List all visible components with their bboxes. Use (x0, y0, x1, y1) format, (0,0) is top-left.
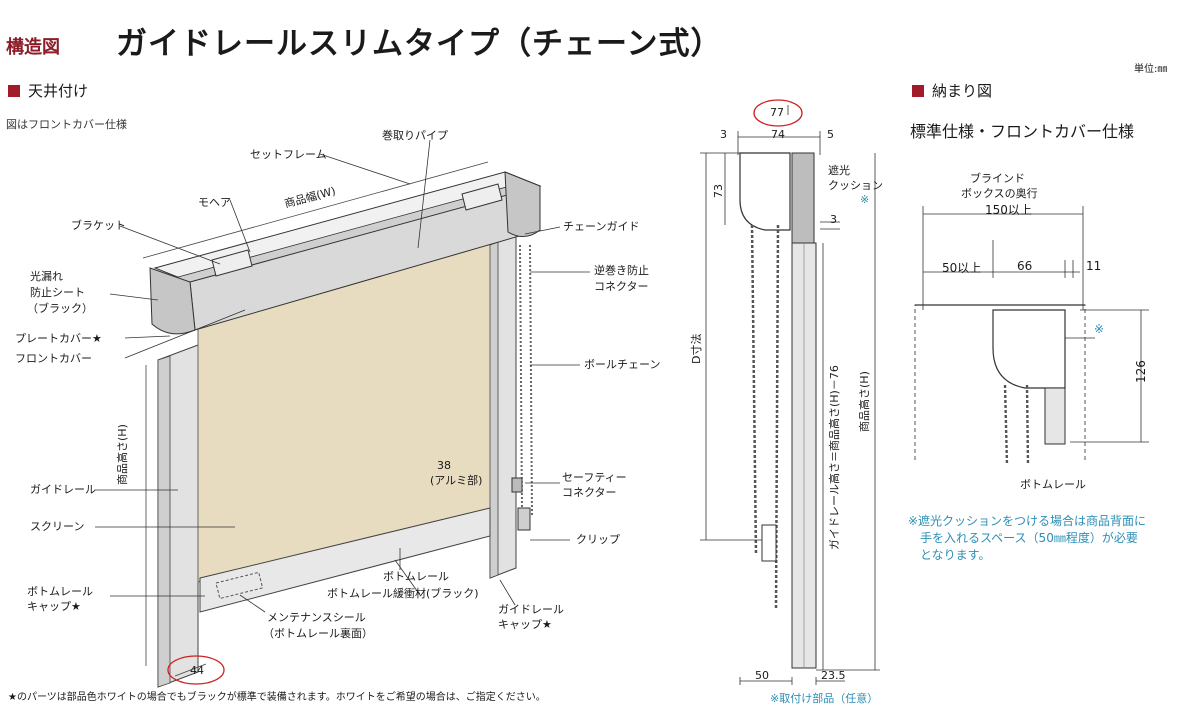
label-bottom-rail: ボトムレール (383, 570, 449, 583)
highlight-ellipse-77 (753, 99, 803, 127)
dim-74: 74 (771, 128, 785, 141)
note-line-2: 手を入れるスペース（50㎜程度）が必要 (908, 531, 1138, 545)
square-bullet-icon (912, 84, 924, 97)
dim-44-line (174, 663, 207, 677)
label-roll-pipe: 巻取りパイプ (382, 129, 448, 142)
section-label: 構造図 (6, 37, 60, 58)
highlight-ellipse-44 (167, 655, 225, 685)
label-reverse-2: コネクター (594, 280, 649, 293)
ball-chain-back (529, 244, 533, 516)
bracket-left (211, 249, 253, 277)
dim-3-top: 3 (720, 128, 727, 141)
page-title: ガイドレールスリムタイプ（チェーン式） (116, 26, 723, 62)
ball-chain (519, 244, 523, 511)
label-rail-height: ガイドレール高さ＝商品高さ(H)－76 (828, 365, 841, 550)
label-gr-cap-1: ガイドレール (498, 603, 564, 616)
clip (517, 507, 531, 531)
label-gr-cap-2: キャップ★ (498, 618, 552, 631)
label-cap-2: キャップ★ (27, 600, 81, 613)
side-clip (761, 524, 777, 562)
dim-11: 11 (1086, 259, 1102, 273)
mark-right: ※ (1094, 322, 1105, 336)
cushion-block (791, 152, 815, 244)
head-box-section (739, 152, 791, 231)
label-buffer: ボトムレール緩衝材(ブラック) (327, 587, 479, 600)
label-cushion-1: 遮光 (828, 164, 850, 177)
label-bracket: ブラケット (71, 219, 126, 232)
dim-73: 73 (712, 184, 725, 198)
label-maint-2: （ボトムレール裏面） (263, 627, 373, 640)
left-subcaption: 図はフロントカバー仕様 (6, 118, 127, 131)
label-safety-1: セーフティー (562, 471, 627, 484)
label-ball-chain: ボールチェーン (584, 358, 661, 371)
unit-label: 単位:㎜ (1134, 64, 1168, 75)
label-right-bottom-rail: ボトムレール (1020, 478, 1086, 491)
dim-66: 66 (1017, 259, 1033, 273)
heading-ceiling-text: 天井付け (28, 82, 89, 100)
side-section-diagram (700, 99, 880, 685)
dim-50-min: 50以上 (942, 261, 982, 275)
maintenance-seal (215, 571, 264, 600)
label-plate-cover: プレートカバー★ (15, 332, 102, 345)
label-light-leak-2: 防止シート (30, 286, 85, 299)
isometric-diagram (95, 139, 590, 688)
label-blind-1: ブラインド (970, 172, 1025, 185)
square-bullet-icon (8, 84, 20, 97)
heading-install-text: 納まり図 (932, 82, 993, 100)
label-light-leak-3: （ブラック） (27, 302, 93, 315)
width-dim-line (142, 161, 489, 259)
dim-150: 150以上 (985, 203, 1032, 217)
footnote: ★のパーツは部品色ホワイトの場合でもブラックが標準で装備されます。ホワイトをご希… (8, 692, 546, 703)
label-light-leak-1: 光漏れ (30, 270, 63, 283)
leader-lines (95, 139, 590, 613)
label-side-product-height: 商品高さ(H) (858, 371, 871, 432)
label-maint-1: メンテナンスシール (267, 611, 366, 624)
label-safety-2: コネクター (562, 486, 617, 499)
dim-77: 77 (770, 106, 784, 119)
label-screen: スクリーン (30, 520, 85, 533)
label-blind-2: ボックスの奥行 (961, 187, 1038, 200)
label-dim-38: 38 (437, 459, 451, 472)
label-product-height: 商品高さ(H) (116, 424, 129, 485)
label-reverse-1: 逆巻き防止 (594, 264, 649, 277)
dim-23-5: 23.5 (821, 669, 846, 682)
label-front-cover: フロントカバー (15, 352, 92, 365)
label-d-dim: D寸法 (690, 333, 703, 364)
label-clip: クリップ (576, 533, 620, 546)
label-aluminum: (アルミ部) (430, 474, 483, 487)
label-cap-1: ボトムレール (27, 585, 93, 598)
right-subheading: 標準仕様・フロントカバー仕様 (910, 122, 1135, 141)
label-set-frame: セットフレーム (250, 148, 327, 161)
dim-126: 126 (1134, 360, 1148, 383)
label-dim-44: 44 (190, 664, 204, 677)
right-guide-rail-side (489, 241, 499, 579)
label-guide-rail: ガイドレール (30, 483, 96, 496)
label-mohair: モヘア (198, 196, 231, 209)
label-cushion-2: クッション (828, 179, 883, 192)
end-cap-right (504, 171, 541, 237)
dim-50: 50 (755, 669, 769, 682)
note-line-3: となります。 (908, 548, 991, 562)
install-guide-rail (1044, 387, 1066, 445)
safety-connector (511, 477, 523, 493)
heading-install-fit: 納まり図 (912, 80, 992, 101)
install-diagram (914, 206, 1149, 466)
heading-ceiling-mount: 天井付け (8, 80, 88, 101)
mark-cushion: ※ (860, 193, 870, 206)
install-head-box (992, 309, 1066, 389)
middle-caption: ※取付け部品（任意） (770, 692, 879, 705)
left-guide-rail-side (157, 355, 171, 688)
dim-5: 5 (827, 128, 834, 141)
note-line-1: ※遮光クッションをつける場合は商品背面に (908, 514, 1147, 528)
dim-3-cushion: 3 (830, 213, 837, 226)
bracket-right (461, 183, 503, 211)
label-chain-guide: チェーンガイド (563, 220, 640, 233)
bottom-rail (199, 507, 491, 613)
side-chain-a (750, 224, 758, 556)
